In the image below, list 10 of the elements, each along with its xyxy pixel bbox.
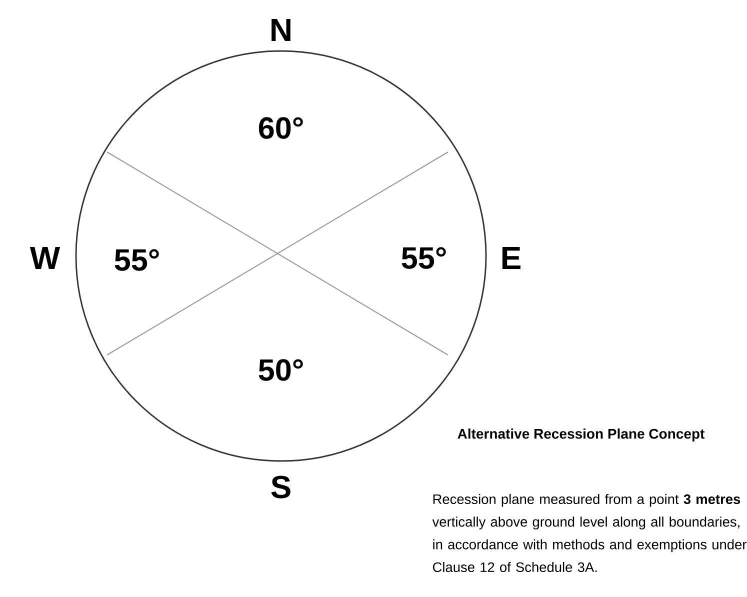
compass-letter: S (271, 476, 290, 498)
compass-letter: N (272, 19, 290, 41)
angle-label: 55° (402, 247, 446, 269)
angle-label: 60° (258, 117, 303, 139)
heading: Alternative Recession Plane Concept (458, 428, 705, 442)
angle-label: 55° (114, 249, 159, 271)
compass-letter: E (502, 247, 520, 270)
angle-label: 50° (258, 359, 303, 381)
compass-letter: W (30, 247, 60, 270)
note-text: Recession plane measured from a point 3 metres vertically above ground level along all boundaries, in accordance with methods and exemptions under Clause 12 of Schedule 3A. (432, 494, 746, 572)
